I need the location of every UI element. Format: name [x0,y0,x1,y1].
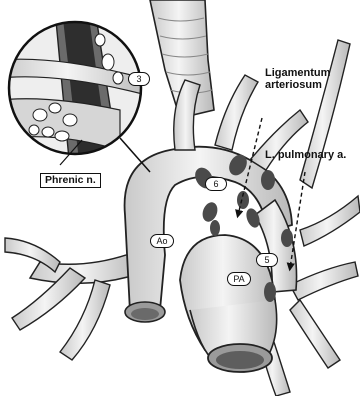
arch-branch-2 [215,75,258,150]
aorta-label: Ao [150,234,174,248]
phrenic-nerve-label: Phrenic n. [40,173,101,188]
trunk-opening-inner [216,351,264,369]
lymph-node [210,220,220,236]
ligamentum-arteriosum-label: Ligamentum arteriosum [265,68,330,91]
station-3-label: 3 [128,72,150,86]
station-6-label: 6 [205,177,227,191]
lymph-node [264,282,276,302]
station-5-label: 5 [256,253,278,267]
vessel-branch-right-top-2 [300,196,360,246]
pulmonary-artery-label: PA [227,272,251,286]
lymph-node [200,200,220,224]
pulmonary-branch-right [290,262,358,300]
left-pulmonary-artery-label: L. pulmonary a. [265,150,346,162]
vessel-branch-right-top [300,40,350,188]
inset-connector [120,138,150,172]
aorta-opening-inner [131,308,159,320]
lymph-node [281,229,293,247]
bronchus-left-branch-3 [5,238,60,272]
lymph-node [261,170,275,190]
pulmonary-branch-right-2 [290,300,340,368]
